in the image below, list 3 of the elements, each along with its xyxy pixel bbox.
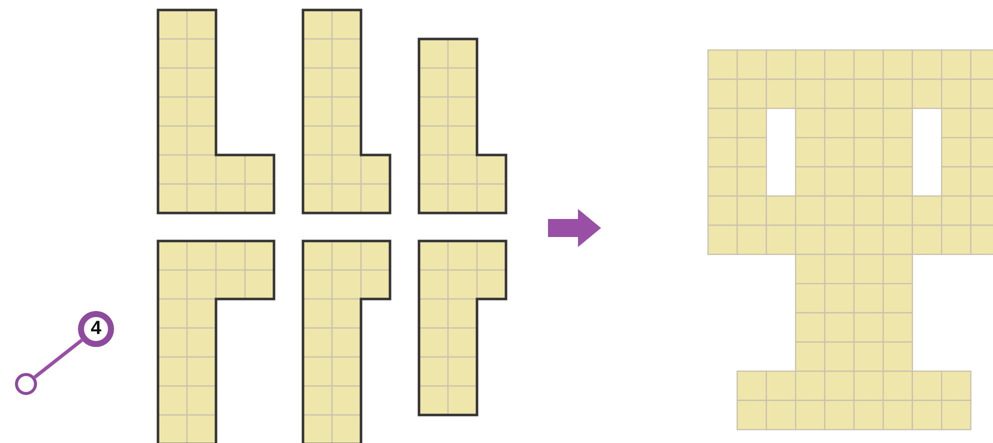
end-circle bbox=[15, 373, 37, 395]
leader-line bbox=[34, 338, 83, 379]
callout-number: 4 bbox=[78, 311, 114, 347]
